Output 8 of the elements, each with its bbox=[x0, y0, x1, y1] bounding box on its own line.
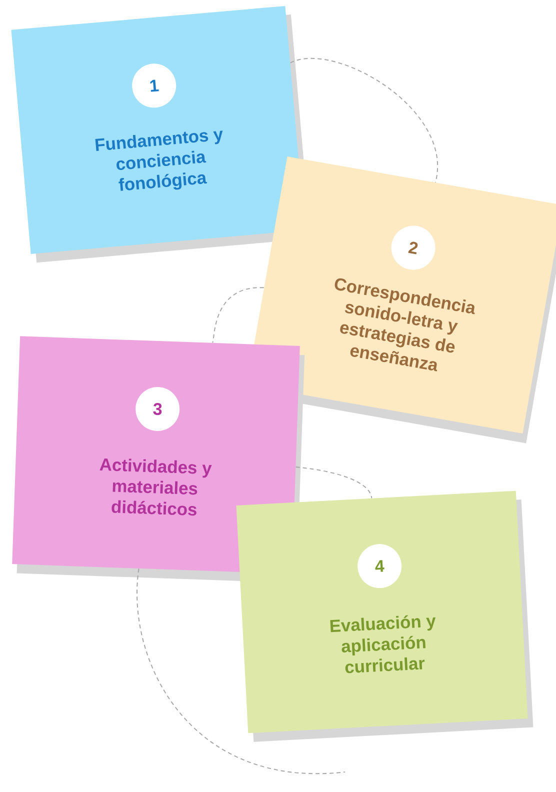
dashed-path bbox=[212, 287, 264, 344]
number-badge: 3 bbox=[136, 387, 180, 431]
number-badge: 1 bbox=[132, 64, 176, 108]
number-badge: 4 bbox=[358, 544, 402, 588]
number-badge: 2 bbox=[391, 226, 436, 270]
dashed-path bbox=[295, 466, 372, 499]
dashed-path bbox=[136, 568, 346, 774]
dashed-path bbox=[290, 58, 438, 183]
